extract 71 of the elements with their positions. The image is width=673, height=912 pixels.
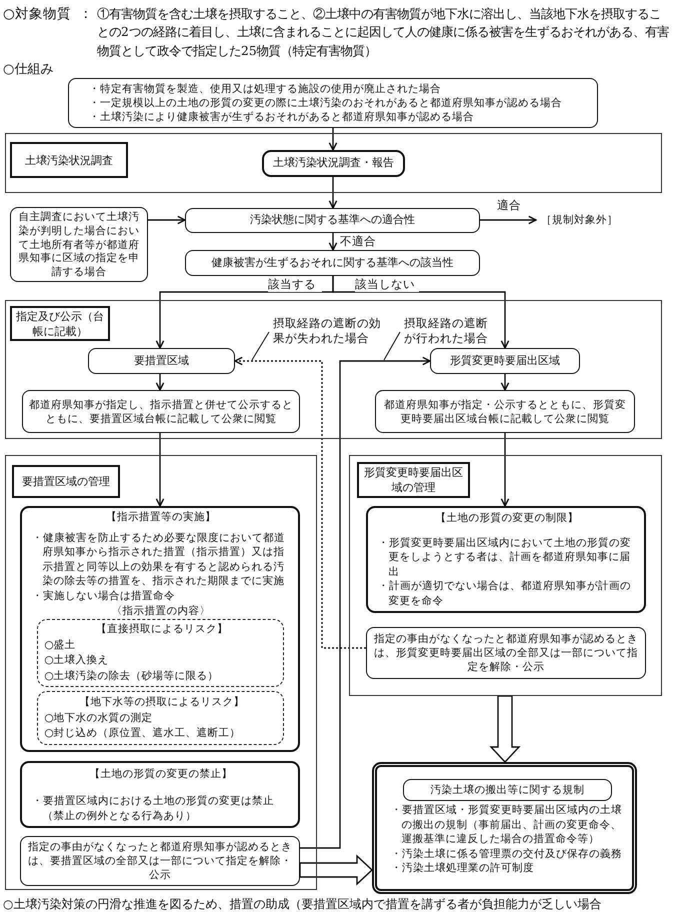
bullet-text: ・汚染土壌処理業の許可制度	[391, 861, 535, 876]
box-heading: 【土地の形質の変更の禁止】	[88, 766, 234, 781]
note-box: 都道府県知事が指定・公示するとともに、形質変更時要届出区域台帳に記載して公衆に閲覧	[375, 390, 635, 433]
section-panel	[5, 133, 662, 193]
bullet-text: ・特定有害物質を製造、使用又は処理する施設の使用が廃止された場合	[89, 82, 442, 96]
dashed-arrow	[234, 356, 366, 649]
application-box: 自主調査において土壌汚染が判明した場合において土地所有者等が都道府県知事に区域の指定を申請する場合	[10, 207, 148, 282]
bullet-text: ・汚染土壌に係る管理票の交付及び保存の義務	[391, 846, 622, 862]
arrow	[500, 433, 510, 507]
bullet-text: ・土壌汚染により健康被害が生ずるおそれがあると都道府県知事が認める場合	[89, 110, 475, 124]
process-box: 汚染土壌の搬出等に関する規制	[403, 779, 612, 801]
block-arrow	[299, 854, 374, 886]
note-box: 都道府県知事が指定し、指示措置と併せて公示するとともに、要措置区域台帳に記載して公衆に閲覧	[22, 390, 300, 433]
bullet-text: ・一定規模以上の土地の形質の変更の際に土壌汚染のおそれがあると都道府県知事が認める場合	[89, 96, 563, 110]
measure-box	[20, 761, 300, 828]
section-heading: 指定及び公示（台帳に記載）	[10, 306, 110, 341]
section-panel	[349, 455, 662, 696]
box-heading: 【地下水等の摂取によるリスク】	[78, 694, 246, 710]
criteria-box: 汚染状態に関する基準への適合性	[185, 208, 480, 233]
dashed-box	[37, 691, 284, 746]
edge-label: 該当しない	[355, 277, 419, 292]
arrow	[328, 128, 338, 151]
section-heading: 要措置区域の管理	[12, 465, 120, 498]
section-title: ○仕組み	[3, 61, 54, 79]
arrow	[328, 233, 338, 251]
section-heading: 形質変更時要届出区域の管理	[357, 462, 470, 498]
box-heading: 【直接摂取によるリスク】	[94, 621, 229, 637]
arrow	[148, 216, 186, 224]
note-text: ○土壌汚染対策の円滑な推進を図るため、措置の助成（要措置区域内で措置を講ずる者が負担能力が乏しい場合	[3, 896, 602, 912]
arrow	[500, 374, 510, 391]
process-box: 形質変更時要届出区域	[430, 348, 580, 374]
bullet-text: ・計画が適切でない場合は、都道府県知事が計画の変更を命令	[378, 579, 632, 609]
separator-colon: ：	[79, 5, 94, 24]
section-panel	[5, 300, 662, 439]
bullet-text: ○盛土	[44, 636, 77, 652]
note-box: 指定の事由がなくなったと都道府県知事が認めるときは、形質変更時要届出区域の全部又は一部について指定を解除・公示	[366, 627, 646, 679]
arrow	[156, 374, 164, 391]
arrow	[156, 433, 164, 507]
bullet-text: ・形質変更時要届出区域内において土地の形質の変更をしようとする者は、計画を都道府県知事に届出	[378, 536, 632, 580]
bullet-text: ・実施しない場合は措置命令	[32, 588, 176, 604]
process-box: 土壌汚染状況調査・報告	[262, 150, 405, 177]
arrow	[328, 177, 338, 209]
dashed-box	[37, 619, 284, 688]
description-text: ①有害物質を含む土壌を摂取すること、②土壌中の有害物質が地下水に溶出し、当該地下水を摂取することの2つの経路に着目し、土壌に含まれることに起因して人の健康に係る被害を生ずるおそれがある、有害物質として政令で指定した25物質（特定有害物質）	[97, 6, 670, 60]
measure-box	[20, 506, 300, 752]
bullet-text: ○封じ込め（原位置、遮水工、遮断工）	[44, 725, 242, 741]
section-heading: 土壌汚染状況調査	[10, 142, 128, 178]
measure-box	[366, 506, 646, 613]
note-box: 指定の事由がなくなったと都道府県知事が認めるときは、要措置区域の全部又は一部について指定を解除・公示	[20, 836, 300, 886]
item-marker: ○対象物質	[3, 5, 72, 24]
criteria-box: 健康被害が生ずるおそれに関する基準への該当性	[185, 250, 480, 276]
arrow	[480, 216, 537, 224]
bullet-text: ・健康被害を防止するため必要な限度において都道府県知事から指示された措置（指示措置）又は指示措置と同等以上の効果を有すると認められる汚染の除去等の措置を、指示された期限までに実施	[32, 530, 286, 589]
bullet-text: ○地下水の水質の測定	[44, 710, 154, 726]
block-arrow	[489, 695, 521, 764]
outcome-text: ［規制対象外］	[536, 211, 646, 229]
box-heading: 【指示措置等の実施】	[105, 510, 217, 525]
box-heading: 【土地の形質の変更の制限】	[434, 511, 580, 526]
regulation-box	[372, 762, 637, 894]
process-box: 要措置区域	[88, 348, 235, 374]
bullet-text: ・要措置区域・形質変更時要届出区域内の土壌の搬出の規制（事前届出、計画の変更命令、運搬基準に違反した場合の措置命令等）	[391, 803, 622, 847]
condition-box	[68, 78, 598, 128]
box-heading: 〈指示措置の内容〉	[110, 604, 212, 618]
edge-label: 摂取経路の遮断の効果が失われた場合	[273, 316, 383, 346]
arrow	[300, 356, 431, 849]
edge-label: 該当する	[268, 277, 322, 292]
bullet-text: ○土壌汚染の除去（砂場等に限る）	[44, 668, 220, 684]
arrow	[332, 276, 510, 349]
bullet-text: ・要措置区域内における土地の形質の変更は禁止（禁止の例外となる行為あり）	[32, 793, 275, 823]
bullet-text: ○土壌入換え	[44, 652, 110, 668]
section-panel	[5, 455, 317, 890]
